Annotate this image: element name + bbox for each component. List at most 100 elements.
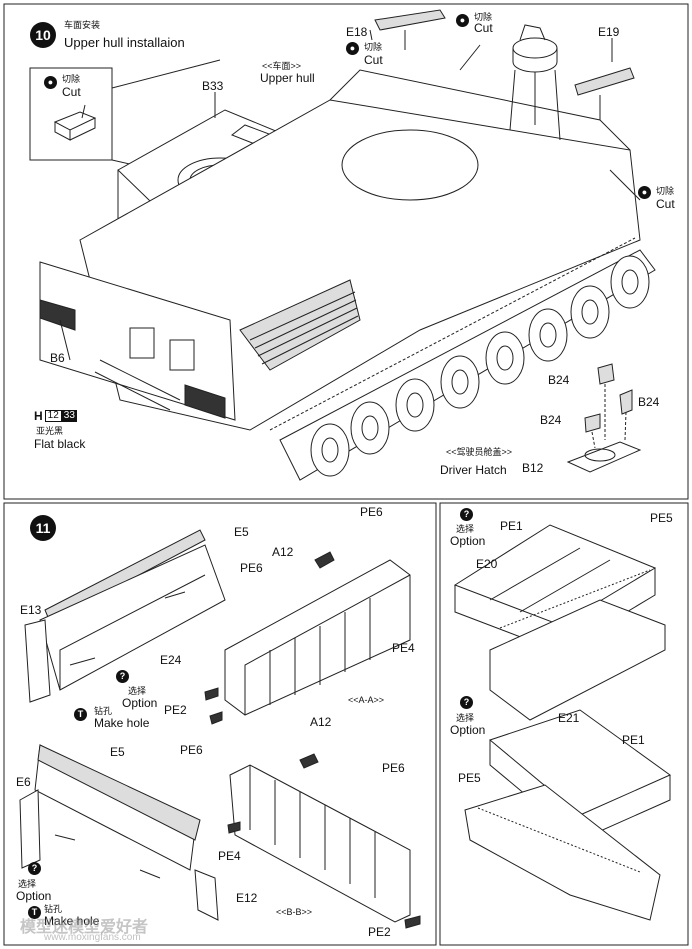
hole-icon: T: [74, 708, 87, 721]
label-pe5-1: PE5: [650, 511, 673, 525]
cut-detail-inset: [29, 67, 113, 161]
option-en-3: Option: [450, 534, 486, 548]
roadwheel: [528, 308, 568, 362]
roadwheel-hub: [539, 322, 557, 348]
label-b33: B33: [202, 79, 224, 93]
label-pe2-2: PE2: [368, 925, 391, 939]
label-pe1-2: PE1: [622, 733, 645, 747]
label-pe6-1: PE6: [360, 505, 383, 519]
label-e18: E18: [346, 25, 368, 39]
option-en-1: Option: [122, 696, 158, 710]
roadwheel-hub: [361, 415, 379, 441]
paint-cn: 亚光黑: [36, 426, 64, 436]
paint-h: H: [34, 409, 43, 423]
roadwheel: [610, 255, 650, 309]
step11-left-panel-border: [3, 502, 437, 946]
upper-hull-body: [39, 69, 641, 431]
make-hole-cn-1: 钻孔: [94, 706, 113, 716]
step10-panel-border: [3, 3, 689, 500]
label-pe6-3: PE6: [180, 743, 203, 757]
upper-hull-cn: <<车面>>: [262, 61, 302, 71]
paint-code: H 12 33: [34, 409, 77, 423]
commander-cupola: [509, 24, 561, 141]
roadwheel-hub: [496, 345, 514, 371]
label-a12-2: A12: [310, 715, 332, 729]
label-e19: E19: [598, 25, 620, 39]
option-icon: ?: [460, 696, 473, 709]
label-b12: B12: [522, 461, 544, 475]
label-b6: B6: [50, 351, 65, 365]
label-pe2-1: PE2: [164, 703, 187, 717]
option-icon: ?: [28, 862, 41, 875]
tracks-and-roadwheels: [269, 237, 656, 481]
side-skirt-e24: [24, 529, 226, 703]
cut-icon: ●: [456, 14, 469, 27]
cut-cn-3: 切除: [474, 12, 493, 22]
roadwheel-hub: [451, 369, 469, 395]
roadwheel-hub: [581, 299, 599, 325]
make-hole-en-1: Make hole: [94, 716, 150, 730]
paint-en: Flat black: [34, 437, 86, 451]
label-pe6-4: PE6: [382, 761, 405, 775]
roadwheel-hub: [321, 437, 339, 463]
inset-cut-en: Cut: [62, 85, 81, 99]
watermark-logo: 模型迷模型爱好者: [20, 919, 149, 936]
roadwheel-hub: [406, 392, 424, 418]
label-pe4-2: PE4: [218, 849, 241, 863]
roadwheel: [570, 285, 610, 339]
label-a12-1: A12: [272, 545, 294, 559]
step-10-badge: 10: [30, 22, 56, 48]
option-cn-4: 选择: [456, 713, 475, 723]
option-cn-1: 选择: [128, 686, 147, 696]
label-pe4-1: PE4: [392, 641, 415, 655]
part-e19-shape: [574, 67, 635, 96]
option-cn-3: 选择: [456, 524, 475, 534]
option-en-2: Option: [16, 889, 52, 903]
label-b24-1: B24: [548, 373, 570, 387]
option-cn-2: 选择: [18, 879, 37, 889]
roadwheel: [350, 401, 390, 455]
option-icon: ?: [460, 508, 473, 521]
make-hole-en-2: Make hole: [44, 914, 100, 928]
label-e13: E13: [20, 603, 42, 617]
cut-en-2: Cut: [364, 53, 383, 67]
cut-en-3: Cut: [474, 21, 493, 35]
label-e12: E12: [236, 891, 258, 905]
label-b24-2: B24: [638, 395, 660, 409]
upper-hull-en: Upper hull: [260, 71, 315, 85]
label-e24: E24: [160, 653, 182, 667]
step10-title-en: Upper hull installaion: [64, 35, 185, 50]
side-armour-e20: [453, 524, 666, 721]
label-e6: E6: [16, 775, 31, 789]
label-e21: E21: [558, 711, 580, 725]
watermark-url: www.moxingfans.com: [44, 932, 141, 943]
option-icon: ?: [116, 670, 129, 683]
paint-b: 33: [61, 410, 77, 422]
driver-hatch-cn: <<驾驶员舱盖>>: [446, 447, 513, 457]
step10-title-cn: 车面安装: [64, 20, 101, 30]
step-11-badge: 11: [30, 515, 56, 541]
engine-grille: [239, 279, 361, 371]
part-e18-shape: [374, 9, 446, 31]
cut-icon: ●: [44, 76, 57, 89]
cut-icon: ●: [346, 42, 359, 55]
roadwheel-hub: [621, 269, 639, 295]
roadwheel: [310, 423, 350, 477]
inset-cut-cn: 切除: [62, 74, 81, 84]
armour-box-upper: [204, 551, 411, 725]
step11-right-panel-border: [439, 502, 689, 946]
label-e5-bottom: E5: [110, 745, 125, 759]
armour-box-lower: [227, 753, 421, 929]
make-hole-cn-2: 钻孔: [44, 904, 63, 914]
hole-icon: T: [28, 906, 41, 919]
label-e5-top: E5: [234, 525, 249, 539]
label-e20: E20: [476, 557, 498, 571]
label-pe5-2: PE5: [458, 771, 481, 785]
roadwheel: [395, 378, 435, 432]
side-armour-e21: [464, 709, 671, 921]
roadwheel: [440, 355, 480, 409]
driver-hatch-en: Driver Hatch: [440, 463, 507, 477]
rear-plate-b6: [39, 261, 236, 421]
